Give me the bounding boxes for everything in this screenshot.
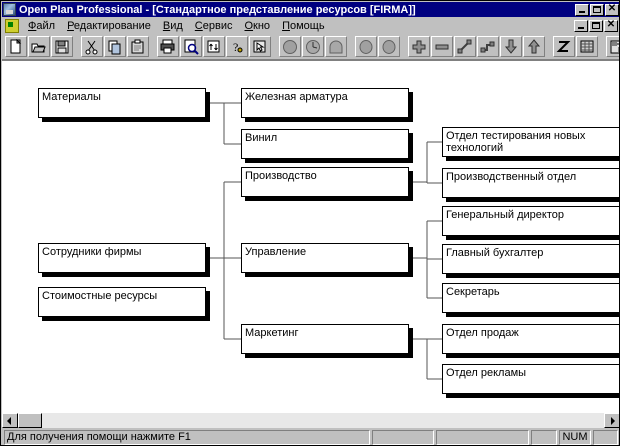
diagram-node-label: Стоимостные ресурсы [42,290,158,302]
diagram-node-label: Производственный отдел [446,171,577,183]
diagram-node-otdel-prodazh[interactable]: Отдел продаж [442,324,619,354]
diagram-node-proizv-otdel[interactable]: Производственный отдел [442,168,619,198]
status-pane-2 [436,430,529,445]
diagram-node-vinil[interactable]: Винил [241,129,409,159]
save-disk-icon[interactable] [51,36,73,57]
status-pane-3 [531,430,557,445]
dome-shape-icon[interactable] [325,36,347,57]
ellipse-icon[interactable] [355,36,377,57]
link-icon[interactable] [454,36,476,57]
scroll-left-arrow[interactable] [2,413,18,428]
ellipse-filled-icon[interactable] [378,36,400,57]
circle-clock-icon[interactable] [302,36,324,57]
diagram-node-proizvodstvo[interactable]: Производство [241,167,409,197]
document-icon[interactable] [5,18,19,33]
diagram-node-label: Управление [245,246,307,258]
scroll-thumb[interactable] [18,413,42,428]
cut-scissors-icon[interactable] [81,36,103,57]
close-button[interactable]: ✕ [605,3,619,16]
diagram-node-label: Маркетинг [245,327,299,339]
diagram-node-otdel-test[interactable]: Отдел тестирования новых технологий [442,127,619,157]
diagram-node-label: Материалы [42,91,101,103]
diagram-node-label: Секретарь [446,286,500,298]
diagram-node-otdel-reklamy[interactable]: Отдел рекламы [442,364,619,394]
step-icon[interactable] [477,36,499,57]
menu-items: Файл Редактирование Вид Сервис Окно Помо… [22,19,574,33]
diagram-node-label: Генеральный директор [446,209,564,221]
scroll-track[interactable] [18,413,604,428]
menu-item-window[interactable]: Окно [244,19,271,32]
mdi-close-button[interactable]: ✕ [604,19,618,32]
diagram-node-label: Отдел тестирования новых технологий [446,130,586,154]
menu-item-help[interactable]: Помощь [282,19,325,32]
open-folder-icon[interactable] [28,36,50,57]
menu-item-edit[interactable]: Редактирование [67,19,151,32]
diagram-node-label: Отдел рекламы [446,367,527,379]
new-file-icon[interactable] [5,36,27,57]
diagram-node-marketing[interactable]: Маркетинг [241,324,409,354]
window-controls: ✕ [575,3,619,16]
minimize-button[interactable] [575,3,589,16]
horizontal-scrollbar[interactable] [2,412,619,428]
print-preview-icon[interactable] [180,36,202,57]
menu-item-file[interactable]: Файл [28,19,56,32]
diagram-node-armatura[interactable]: Железная арматура [241,88,409,118]
diagram-node-sekretar[interactable]: Секретарь [442,283,619,313]
svg-text:?: ? [233,40,238,54]
diagram-node-label: Отдел продаж [446,327,519,339]
title-bar: Open Plan Professional - [Стандартное пр… [2,2,619,17]
remove-minus-icon[interactable] [431,36,453,57]
mdi-minimize-button[interactable] [574,19,588,32]
diagram-node-label: Производство [245,170,317,182]
add-plus-icon[interactable] [408,36,430,57]
paste-icon[interactable] [127,36,149,57]
zigzag-icon[interactable] [553,36,575,57]
help-arrow-icon[interactable] [249,36,271,57]
grid-table-icon[interactable] [576,36,598,57]
diagram-node-materialy[interactable]: Материалы [38,88,206,118]
mdi-window-controls: ✕ [574,19,618,32]
menu-item-service[interactable]: Сервис [194,19,233,32]
diagram-node-label: Главный бухгалтер [446,247,544,259]
diagram-node-stoimostnye[interactable]: Стоимостные ресурсы [38,287,206,317]
status-pane-1 [372,430,434,445]
diagram-node-gen-direktor[interactable]: Генеральный директор [442,206,619,236]
window-title: Open Plan Professional - [Стандартное пр… [19,3,416,16]
sort-icon[interactable] [203,36,225,57]
status-bar: Для получения помощи нажмите F1 NUM [2,429,619,445]
diagram-node-label: Железная арматура [245,91,348,103]
circle-filled-icon[interactable] [279,36,301,57]
menu-bar: Файл Редактирование Вид Сервис Окно Помо… [2,17,619,34]
layout-icon[interactable] [606,36,619,57]
scroll-right-arrow[interactable] [604,413,619,428]
status-pane-4 [593,430,618,445]
maximize-button[interactable] [590,3,604,16]
down-arrow-icon[interactable] [500,36,522,57]
toolbar: ? [2,34,619,60]
print-icon[interactable] [157,36,179,57]
diagram-node-sotrudniki[interactable]: Сотрудники фирмы [38,243,206,273]
diagram-node-label: Сотрудники фирмы [42,246,142,258]
status-message: Для получения помощи нажмите F1 [4,430,370,445]
diagram-node-gl-buhgalter[interactable]: Главный бухгалтер [442,244,619,274]
mdi-restore-button[interactable] [589,19,603,32]
menu-item-view[interactable]: Вид [162,19,183,32]
help-question-icon[interactable]: ? [226,36,248,57]
copy-icon[interactable] [104,36,126,57]
status-num-indicator: NUM [559,430,591,445]
diagram-node-upravlenie[interactable]: Управление [241,243,409,273]
diagram-node-label: Винил [245,132,278,144]
up-arrow-icon[interactable] [523,36,545,57]
application-icon [3,3,16,16]
